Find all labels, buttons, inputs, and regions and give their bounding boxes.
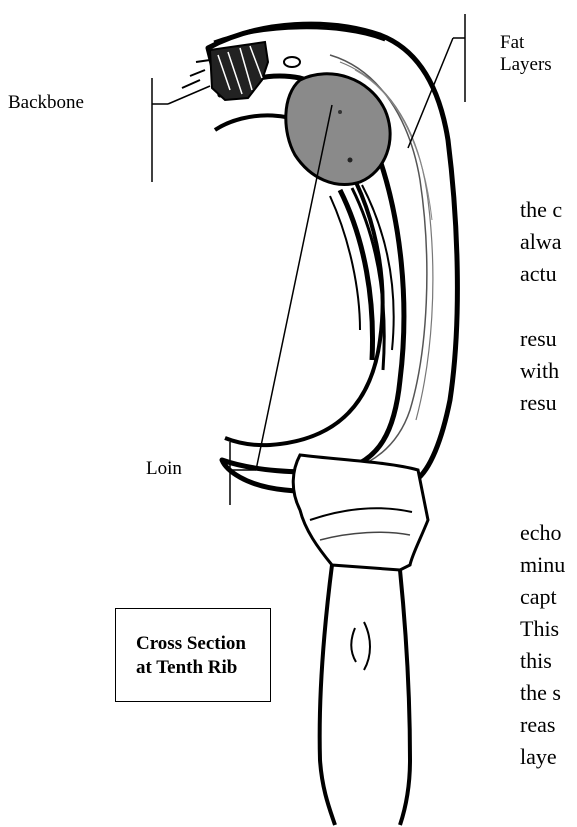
fat-layers-label-line1: Fat xyxy=(500,32,524,54)
body-text-line: with xyxy=(520,354,559,387)
body-text-line: This xyxy=(520,612,559,645)
shank xyxy=(320,565,335,825)
caption-line1: Cross Section xyxy=(136,633,246,655)
body-text-line: actu xyxy=(520,257,557,290)
fat-layers-label-line2: Layers xyxy=(500,54,552,76)
backbone-drawing xyxy=(182,42,268,100)
caption-line2: at Tenth Rib xyxy=(136,657,237,679)
body-text-line: resu xyxy=(520,322,557,355)
body-text-line: the s xyxy=(520,676,561,709)
body-text-line: minu xyxy=(520,548,565,581)
body-text-line: capt xyxy=(520,580,557,613)
backbone-leader xyxy=(152,78,210,182)
body-text-line: the c xyxy=(520,193,562,226)
backbone-label: Backbone xyxy=(8,92,84,114)
loin-label: Loin xyxy=(146,458,182,480)
body-text-line: resu xyxy=(520,386,557,419)
body-text-line: this xyxy=(520,644,552,677)
body-text-line: laye xyxy=(520,740,557,773)
flank-section xyxy=(293,455,428,570)
body-text-line: reas xyxy=(520,708,555,741)
body-text-line: alwa xyxy=(520,225,562,258)
caption-box: Cross Section at Tenth Rib xyxy=(115,608,271,702)
body-text-line: echo xyxy=(520,516,562,549)
